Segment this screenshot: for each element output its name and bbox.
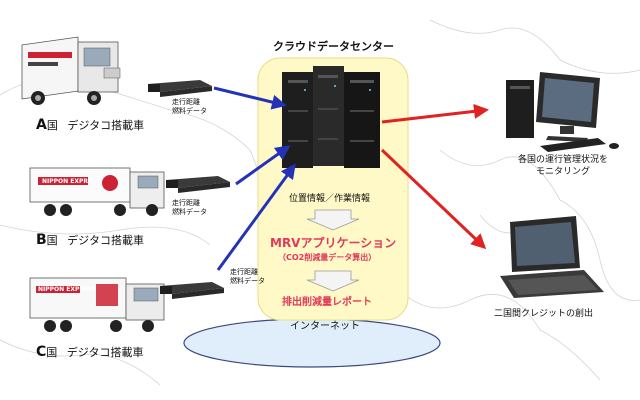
truck-a-suffix: 国 (46, 119, 58, 132)
device-a-label-line2: 燃料データ (172, 107, 207, 115)
truck-b-brand: NIPPON EXPRESS (42, 178, 101, 185)
digital-tachograph-c-icon (160, 282, 224, 299)
desktop-caption-line1: 各国の運行管理状況を (518, 155, 609, 165)
device-c-label-line2: 燃料データ (230, 277, 265, 285)
truck-b-icon (29, 167, 165, 216)
mrv-app-title: MRVアプリケーション (270, 236, 397, 250)
digital-tachograph-a-icon (148, 80, 212, 97)
arrow-cloud-to-desktop (381, 103, 489, 124)
flow-down-arrow-2 (306, 270, 360, 292)
truck-b-caption: B国 デジタコ搭載車 (36, 232, 144, 248)
digital-tachograph-b-icon (166, 176, 230, 193)
flow-down-arrow-1 (306, 209, 360, 231)
desktop-caption: 各国の運行管理状況を モニタリング (518, 154, 608, 178)
truck-c-caption: C国 デジタコ搭載車 (36, 344, 144, 360)
info-label: 位置情報／作業情報 (289, 194, 371, 204)
truck-a-country: A (36, 117, 47, 133)
cloud-datacenter-title: クラウドデータセンター (273, 40, 394, 53)
truck-c-brand: NIPPON EXPRESS (38, 286, 97, 293)
server-rack-icon (282, 66, 380, 168)
arrow-a-to-cloud (213, 86, 287, 110)
arrow-cloud-to-laptop (380, 148, 487, 250)
truck-a-caption: A国 デジタコ搭載車 (36, 117, 144, 133)
arrow-b-to-cloud (235, 145, 291, 186)
truck-c-suffix: 国 (46, 346, 58, 359)
truck-a-icon (21, 36, 121, 105)
truck-b-suffix: 国 (46, 234, 58, 247)
truck-b-country: B (36, 232, 47, 248)
internet-label: インターネット (290, 321, 360, 332)
device-b-label-line1: 走行距離 (172, 199, 200, 207)
device-c-label-line1: 走行距離 (230, 268, 258, 276)
truck-c-desc: デジタコ搭載車 (66, 346, 144, 359)
truck-c-country: C (36, 344, 47, 360)
arrow-c-to-cloud (216, 163, 296, 271)
laptop-caption: 二国間クレジットの創出 (494, 309, 594, 319)
mrv-app-subtitle: （CO2削減量データ算出） (278, 253, 377, 262)
reduction-report-label: 排出削減量レポート (282, 297, 372, 308)
desktop-pc-icon (506, 72, 619, 152)
device-a-label-line1: 走行距離 (172, 98, 200, 106)
truck-b-desc: デジタコ搭載車 (67, 234, 144, 247)
laptop-icon (500, 216, 604, 298)
truck-c-icon (29, 277, 165, 332)
truck-a-desc: デジタコ搭載車 (67, 119, 145, 132)
desktop-caption-line2: モニタリング (536, 167, 591, 177)
device-b-label-line2: 燃料データ (172, 208, 207, 216)
